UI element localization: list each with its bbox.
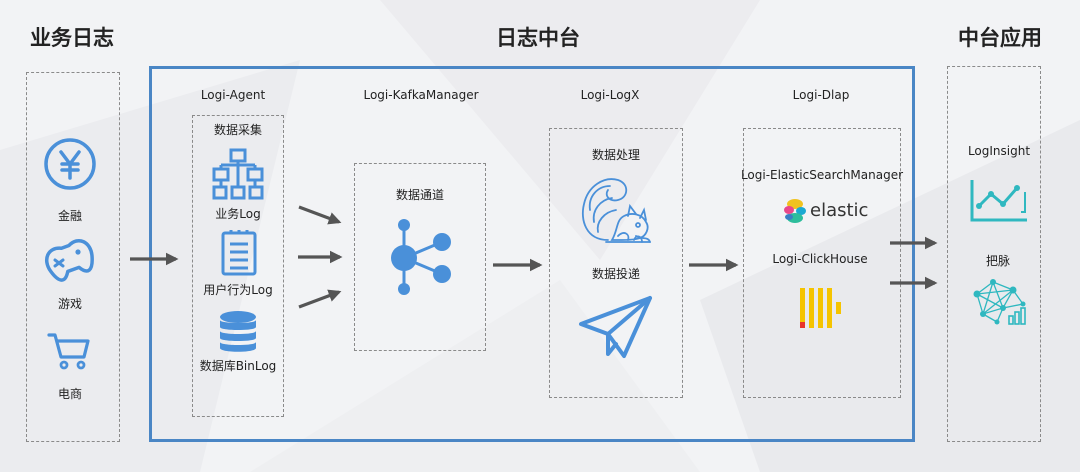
line-chart-icon xyxy=(970,180,1027,222)
dlap-box xyxy=(743,128,901,398)
application-panel xyxy=(947,66,1041,442)
agent-item-label: 用户行为Log xyxy=(203,283,273,297)
squirrel-flink-icon xyxy=(582,178,651,243)
database-icon xyxy=(220,311,256,352)
dlap-title: Logi-Dlap xyxy=(792,88,850,102)
agent-collect-box xyxy=(192,115,284,417)
agent-item-label: 业务Log xyxy=(215,207,261,221)
yuan-coin-icon xyxy=(44,138,96,190)
elastic-wordmark: elastic xyxy=(810,200,869,221)
clickhouse-logo-icon xyxy=(800,288,841,328)
logx-title: Logi-LogX xyxy=(580,88,640,102)
logx-box xyxy=(549,128,683,398)
clickhouse-label: Logi-ClickHouse xyxy=(772,252,868,266)
shopping-cart-icon xyxy=(47,333,90,370)
es-manager-label: Logi-ElasticSearchManager xyxy=(740,168,904,182)
network-chart-icon xyxy=(973,279,1026,325)
business-item-label: 电商 xyxy=(57,387,83,401)
logx-process-label: 数据处理 xyxy=(591,148,641,162)
kafka-title: Logi-KafkaManager xyxy=(363,88,479,102)
kafka-subtitle: 数据通道 xyxy=(395,188,445,202)
business-item-label: 金融 xyxy=(57,209,83,223)
gamepad-icon xyxy=(45,239,94,282)
app-label-bamai: 把脉 xyxy=(985,254,1011,268)
arrow-agent-to-kafka-3 xyxy=(298,289,342,309)
log-platform-frame xyxy=(149,66,915,442)
agent-subtitle: 数据采集 xyxy=(213,123,263,137)
share-nodes-icon xyxy=(391,219,451,295)
section-title-business: 业务日志 xyxy=(30,26,114,50)
app-label-loginsight: LogInsight xyxy=(967,144,1031,158)
agent-title: Logi-Agent xyxy=(200,88,266,102)
business-log-panel xyxy=(26,72,120,442)
clipboard-list-icon xyxy=(221,230,257,276)
kafka-channel-box xyxy=(354,163,486,351)
paper-plane-icon xyxy=(579,296,652,358)
section-title-platform: 日志中台 xyxy=(496,26,580,50)
business-item-label: 游戏 xyxy=(57,297,83,311)
logx-deliver-label: 数据投递 xyxy=(591,267,641,281)
hierarchy-icon xyxy=(212,148,264,200)
arrow-agent-to-kafka-1 xyxy=(298,205,342,225)
agent-item-label: 数据库BinLog xyxy=(199,359,277,373)
elastic-logo-icon xyxy=(784,199,806,223)
section-title-application: 中台应用 xyxy=(958,26,1042,50)
